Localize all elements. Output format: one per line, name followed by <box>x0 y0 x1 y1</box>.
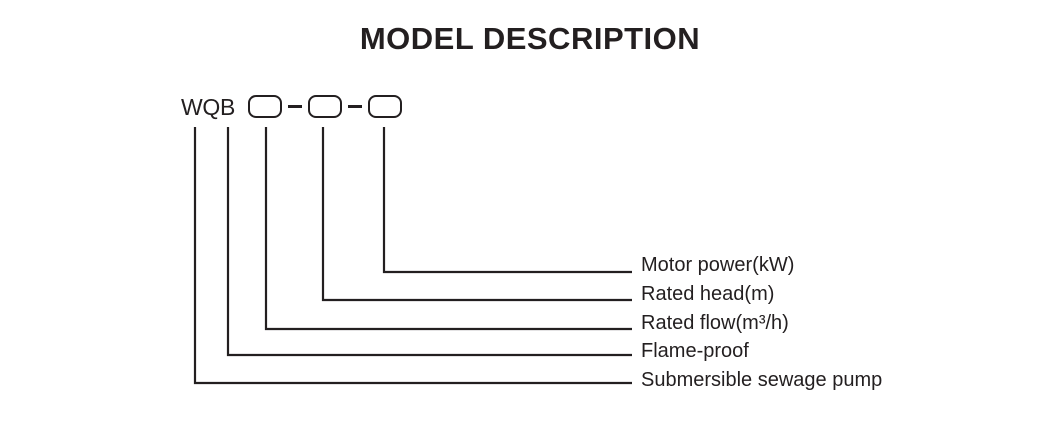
code-separator-dash <box>348 105 362 108</box>
label-submersible-sewage-pump: Submersible sewage pump <box>641 369 883 391</box>
code-separator-dash <box>288 105 302 108</box>
leader-line-motor-power <box>382 127 632 274</box>
leader-line-flame-proof <box>226 127 632 357</box>
label-rated-head: Rated head(m) <box>641 283 775 305</box>
label-flame-proof: Flame-proof <box>641 340 749 362</box>
leader-line-submersible-sewage-pump <box>193 127 632 385</box>
model-code-box-rated-flow <box>248 95 282 118</box>
leader-line-rated-flow <box>264 127 632 331</box>
model-prefix-text: WQB <box>181 94 236 120</box>
diagram-title: MODEL DESCRIPTION <box>359 21 701 56</box>
model-code-box-rated-head <box>308 95 342 118</box>
model-code-box-motor-power <box>368 95 402 118</box>
leader-line-rated-head <box>321 127 632 302</box>
label-rated-flow: Rated flow(m³/h) <box>641 312 789 334</box>
label-motor-power: Motor power(kW) <box>641 254 795 276</box>
